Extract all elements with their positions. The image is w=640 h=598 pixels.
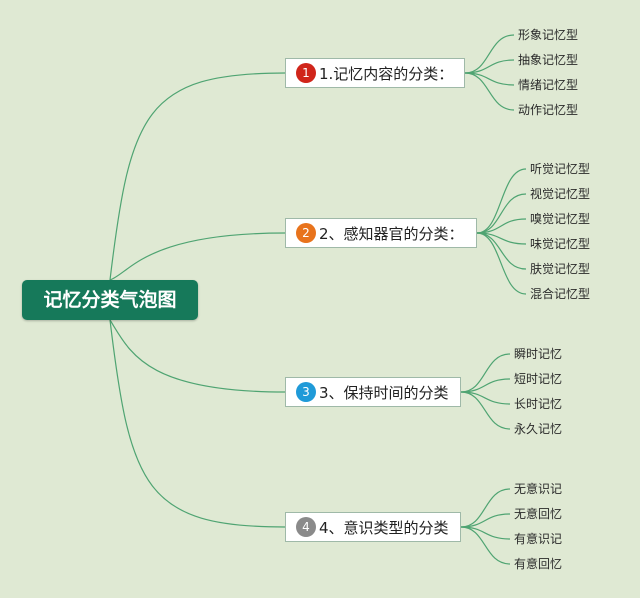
leaf-item: 情绪记忆型 <box>518 78 579 92</box>
leaf-item: 无意识记 <box>514 482 563 496</box>
leaf-connector <box>460 526 511 565</box>
leaf-item: 永久记忆 <box>514 422 563 436</box>
leaf-item: 抽象记忆型 <box>518 53 579 67</box>
leaf-connector <box>464 72 515 111</box>
branch-label: 3、保持时间的分类 <box>319 383 449 402</box>
branch-label: 1.记忆内容的分类： <box>319 64 454 83</box>
leaf-item: 动作记忆型 <box>518 103 579 117</box>
leaf-connector <box>476 168 527 234</box>
number-badge: 4 <box>296 517 316 537</box>
leaf-connector <box>476 232 527 270</box>
leaf-item: 瞬时记忆 <box>514 347 563 361</box>
branch-label: 2、感知器官的分类： <box>319 224 464 243</box>
leaf-item: 形象记忆型 <box>518 28 579 42</box>
root-node: 记忆分类气泡图 <box>22 280 198 320</box>
leaf-item: 味觉记忆型 <box>530 237 591 251</box>
branch-connector <box>109 72 286 281</box>
leaf-connector <box>460 378 511 393</box>
leaf-connector <box>460 391 511 430</box>
branch-connector <box>109 319 286 528</box>
leaf-item: 混合记忆型 <box>530 287 591 301</box>
leaf-connector <box>476 232 527 295</box>
leaf-connector <box>476 218 527 234</box>
leaf-connector <box>464 34 515 74</box>
root-label: 记忆分类气泡图 <box>43 289 177 311</box>
leaf-item: 长时记忆 <box>514 397 563 411</box>
leaf-item: 有意回忆 <box>514 557 563 571</box>
leaf-connector <box>476 193 527 234</box>
leaf-item: 有意识记 <box>514 532 563 546</box>
number-badge: 3 <box>296 382 316 402</box>
leaf-item: 肤觉记忆型 <box>530 262 591 276</box>
leaf-item: 听觉记忆型 <box>530 162 591 176</box>
leaf-item: 嗅觉记忆型 <box>530 212 591 226</box>
leaf-connector <box>460 488 511 528</box>
leaf-item: 无意回忆 <box>514 507 563 521</box>
leaf-item: 短时记忆 <box>514 372 563 386</box>
leaf-connector <box>460 513 511 528</box>
branch-connector <box>109 232 286 281</box>
number-badge: 1 <box>296 63 316 83</box>
leaf-connector <box>460 353 511 393</box>
branch-connector <box>109 319 286 393</box>
number-badge: 2 <box>296 223 316 243</box>
leaf-item: 视觉记忆型 <box>530 187 591 201</box>
branch-label: 4、意识类型的分类 <box>319 518 449 537</box>
leaf-connector <box>464 59 515 74</box>
